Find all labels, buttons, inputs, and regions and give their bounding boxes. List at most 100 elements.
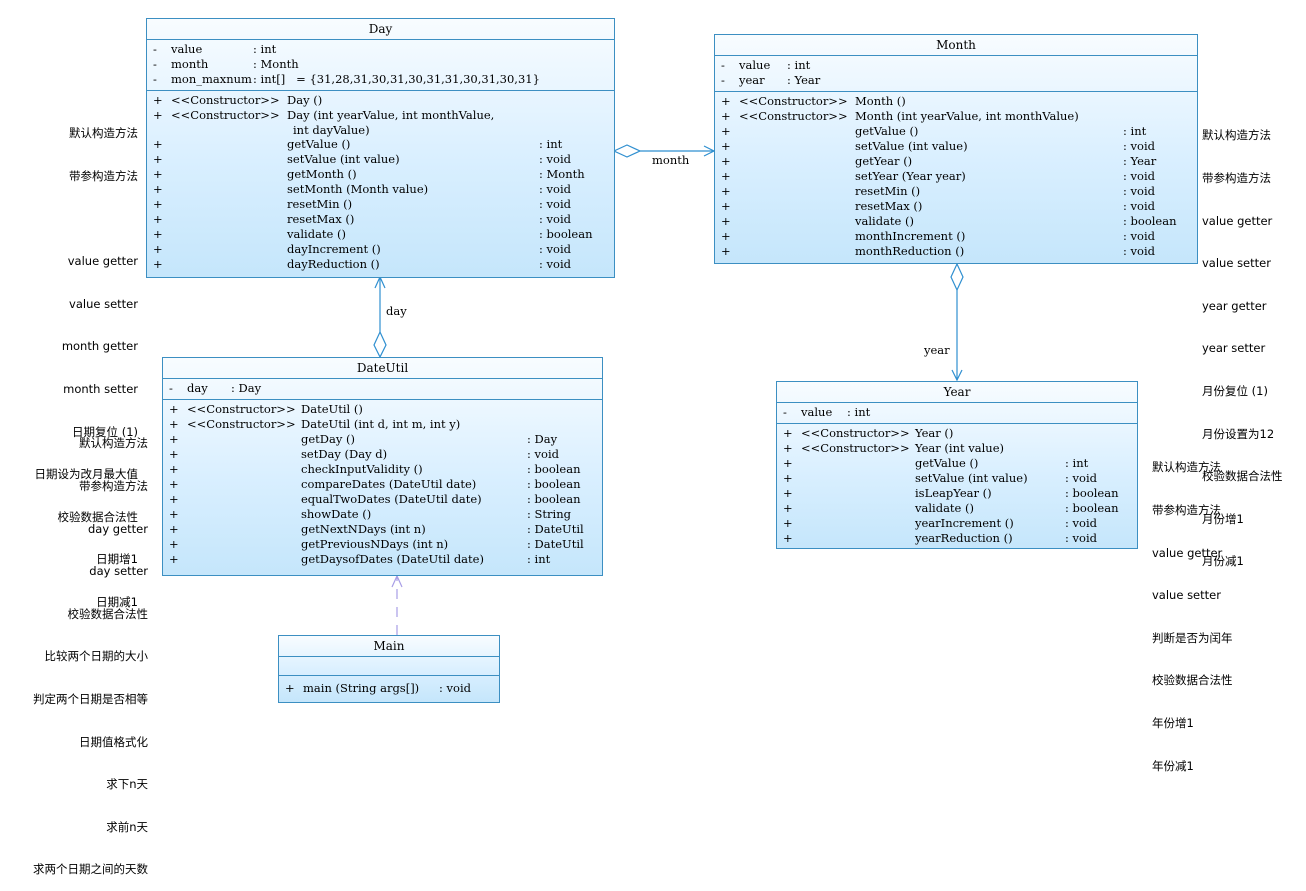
note-line: 月份设置为12 [1202, 426, 1275, 441]
note-line: day getter [87, 521, 148, 536]
operation-row: +compareDates (DateUtil date): boolean [169, 477, 581, 491]
operation-row: +setValue (int value): void [721, 139, 1155, 153]
operation-row: +isLeapYear (): boolean [783, 486, 1119, 500]
attribute-row: -value: int [721, 58, 811, 72]
constructor-row: +<<Constructor>>Month () [721, 94, 906, 108]
note-line: 月份复位 (1) [1202, 383, 1268, 398]
class-main[interactable]: Main +main (String args[]): void [278, 635, 500, 703]
note-line: 带参构造方法 [79, 479, 148, 493]
operation-row: +setValue (int value): void [783, 471, 1097, 485]
attribute-row: -day: Day [169, 381, 262, 395]
operation-row: +dayIncrement (): void [153, 242, 571, 256]
note-line: 校验数据合法性 [1202, 469, 1283, 484]
operation-row: +dayReduction (): void [153, 257, 571, 271]
association-label-month: month [652, 153, 690, 167]
note-line: 校验数据合法性 [67, 606, 149, 621]
operation-row: +monthIncrement (): void [721, 229, 1155, 243]
attribute-row: -value: int [153, 42, 277, 56]
note-line: 判断是否为闰年 [1152, 630, 1233, 645]
note-line: 默认构造方法 [79, 436, 148, 451]
note-line: 日期减1 [96, 594, 138, 609]
note-line: 带参构造方法 [69, 169, 138, 183]
note-line: 带参构造方法 [1152, 503, 1221, 517]
note-line: 求前n天 [106, 819, 148, 834]
attribute-compartment: -value: int [777, 403, 1137, 424]
month-method-notes: 默认构造方法 带参构造方法 value getter value setter … [1202, 100, 1283, 583]
operation-row: +setValue (int value): void [153, 152, 571, 166]
note-line: 日期设为改月最大值 [34, 467, 139, 482]
constructor-row: +<<Constructor>>Day () [153, 93, 323, 107]
operation-row: +getPreviousNDays (int n): DateUtil [169, 537, 584, 551]
note-line: 默认构造方法 [1152, 460, 1221, 475]
note-line: 带参构造方法 [1202, 171, 1271, 185]
operation-row: +getMonth (): Month [153, 167, 585, 181]
constructor-row: +<<Constructor>>Year (int value) [783, 441, 1004, 455]
constructor-row: +<<Constructor>>DateUtil (int d, int m, … [169, 417, 461, 431]
note-line: 年份减1 [1152, 758, 1194, 773]
note-line: 日期值格式化 [79, 734, 148, 749]
association-label-year: year [924, 343, 950, 357]
relationship-lines [373, 144, 964, 635]
note-line: value getter [1202, 213, 1273, 228]
note-line: 判定两个日期是否相等 [33, 691, 148, 706]
class-dateutil[interactable]: DateUtil -day: Day +<<Constructor>>DateU… [162, 357, 603, 576]
attribute-row: -year: Year [721, 73, 821, 87]
year-method-notes: 默认构造方法 带参构造方法 value getter value setter … [1152, 432, 1233, 787]
class-title: Month [715, 35, 1197, 56]
association-dateutil-day [373, 275, 387, 359]
operation-row: +getDay (): Day [169, 432, 558, 446]
class-month[interactable]: Month -value: int -year: Year +<<Constru… [714, 34, 1198, 264]
operation-row: +resetMax (): void [721, 199, 1155, 213]
operation-row: +validate (): boolean [721, 214, 1177, 228]
operation-row: +setYear (Year year): void [721, 169, 1155, 183]
note-line: year getter [1202, 298, 1267, 313]
note-line: 求下n天 [106, 777, 148, 792]
note-line: 校验数据合法性 [1152, 673, 1233, 688]
note-line: value setter [69, 296, 138, 311]
operation-row: +resetMin (): void [153, 197, 571, 211]
class-day[interactable]: Day -value: int -month: Month -mon_maxnu… [146, 18, 615, 278]
operation-row: +equalTwoDates (DateUtil date): boolean [169, 492, 581, 506]
note-line: value setter [1202, 256, 1271, 271]
attribute-compartment: -value: int -month: Month -mon_maxnum: i… [147, 40, 614, 91]
operation-row: +monthReduction (): void [721, 244, 1155, 258]
operation-row: +showDate (): String [169, 507, 571, 521]
constructor-row: +<<Constructor>>Day (int yearValue, int … [153, 108, 495, 122]
note-line: value setter [1152, 588, 1221, 603]
operation-compartment: +<<Constructor>>DateUtil () +<<Construct… [163, 400, 602, 571]
operation-row: +getDaysofDates (DateUtil date): int [169, 552, 551, 566]
note-line: 求两个日期之间的天数 [33, 862, 148, 877]
note-line: 日期复位 (1) [72, 424, 138, 439]
class-title: Day [147, 19, 614, 40]
operation-row: +setMonth (Month value): void [153, 182, 571, 196]
association-label-day: day [386, 304, 407, 318]
class-title: Year [777, 382, 1137, 403]
operation-row: +resetMax (): void [153, 212, 571, 226]
attribute-compartment [279, 657, 499, 676]
note-line: year setter [1202, 341, 1266, 356]
constructor-row: +<<Constructor>>DateUtil () [169, 402, 363, 416]
dateutil-method-notes: 默认构造方法 带参构造方法 day getter day setter 校验数据… [33, 408, 148, 891]
note-line: 月份增1 [1202, 511, 1244, 526]
operation-row: +getYear (): Year [721, 154, 1157, 168]
operation-row: +getNextNDays (int n): DateUtil [169, 522, 584, 536]
operation-compartment: +<<Constructor>>Month () +<<Constructor>… [715, 92, 1197, 263]
class-year[interactable]: Year -value: int +<<Constructor>>Year ()… [776, 381, 1138, 549]
operation-row: +resetMin (): void [721, 184, 1155, 198]
operation-row: +validate (): boolean [783, 501, 1119, 515]
attribute-compartment: -day: Day [163, 379, 602, 400]
association-day-month [612, 144, 716, 158]
constructor-row: +<<Constructor>>Month (int yearValue, in… [721, 109, 1079, 123]
attribute-row: -month: Month [153, 57, 299, 71]
operation-compartment: +main (String args[]): void [279, 676, 499, 700]
note-line: 年份增1 [1152, 715, 1194, 730]
operation-row: +getValue (): int [783, 456, 1089, 470]
note-line: value getter [1152, 545, 1223, 560]
attribute-row: -value: int [783, 405, 871, 419]
operation-row: +yearIncrement (): void [783, 516, 1097, 530]
attribute-compartment: -value: int -year: Year [715, 56, 1197, 92]
note-line: 校验数据合法性 [57, 509, 139, 524]
constructor-row-continued: int dayValue) [293, 123, 370, 137]
attribute-row: -mon_maxnum: int[] = {31,28,31,30,31,30,… [153, 72, 540, 86]
operation-compartment: +<<Constructor>>Year () +<<Constructor>>… [777, 424, 1137, 550]
